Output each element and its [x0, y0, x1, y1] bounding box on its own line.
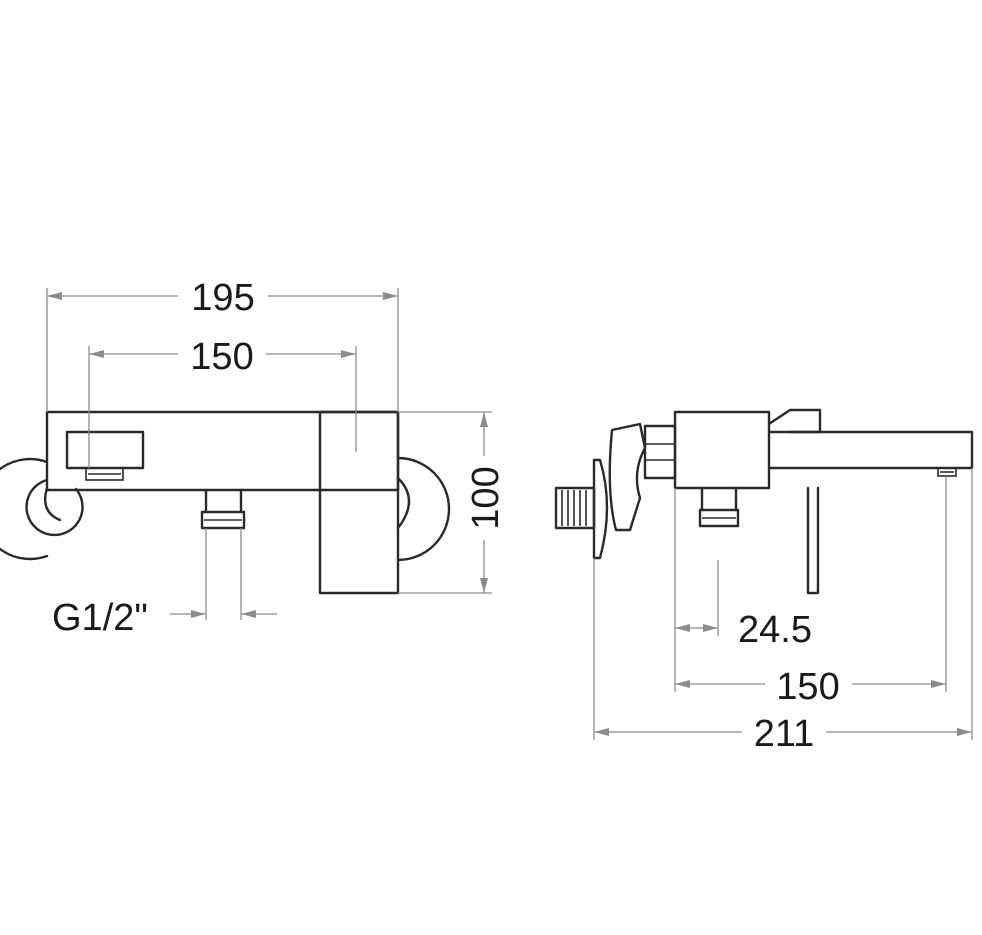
- dim-100-label: 100: [465, 466, 507, 529]
- threaded-inlet: [554, 486, 596, 530]
- side-view: 24.5 150 211: [554, 408, 974, 755]
- dim-overall-width: 195: [46, 277, 399, 412]
- hex-nut: [643, 424, 677, 480]
- right-flange: [396, 456, 451, 562]
- dim-150-front-label: 150: [190, 336, 253, 378]
- dim-195-label: 195: [191, 277, 254, 319]
- side-mixer-body: [673, 410, 771, 490]
- dim-thread: G1/2": [52, 528, 277, 639]
- bottom-outlet: [200, 488, 246, 530]
- dim-24-5-label: 24.5: [738, 609, 812, 651]
- eccentric-connector: [608, 422, 647, 532]
- mixer-body: [45, 410, 400, 492]
- dim-outlet-offset: 24.5: [674, 488, 812, 692]
- dim-211-label: 211: [754, 713, 815, 755]
- dim-height: 100: [398, 411, 507, 594]
- dim-overall-depth: 211: [593, 468, 973, 755]
- spout: [767, 430, 974, 477]
- dim-inlet-spacing: 150: [88, 336, 357, 468]
- front-view: 195 150 100: [0, 277, 507, 639]
- dim-spout-reach: 150: [675, 476, 947, 708]
- side-lever-handle: [767, 408, 822, 595]
- dim-thread-label: G1/2": [52, 597, 148, 639]
- dim-150-side-label: 150: [776, 666, 839, 708]
- outlet-connector: [65, 430, 145, 481]
- left-flange: [0, 457, 84, 561]
- lever-handle: [318, 410, 400, 595]
- side-flange: [592, 458, 609, 560]
- side-bottom-outlet: [698, 486, 740, 528]
